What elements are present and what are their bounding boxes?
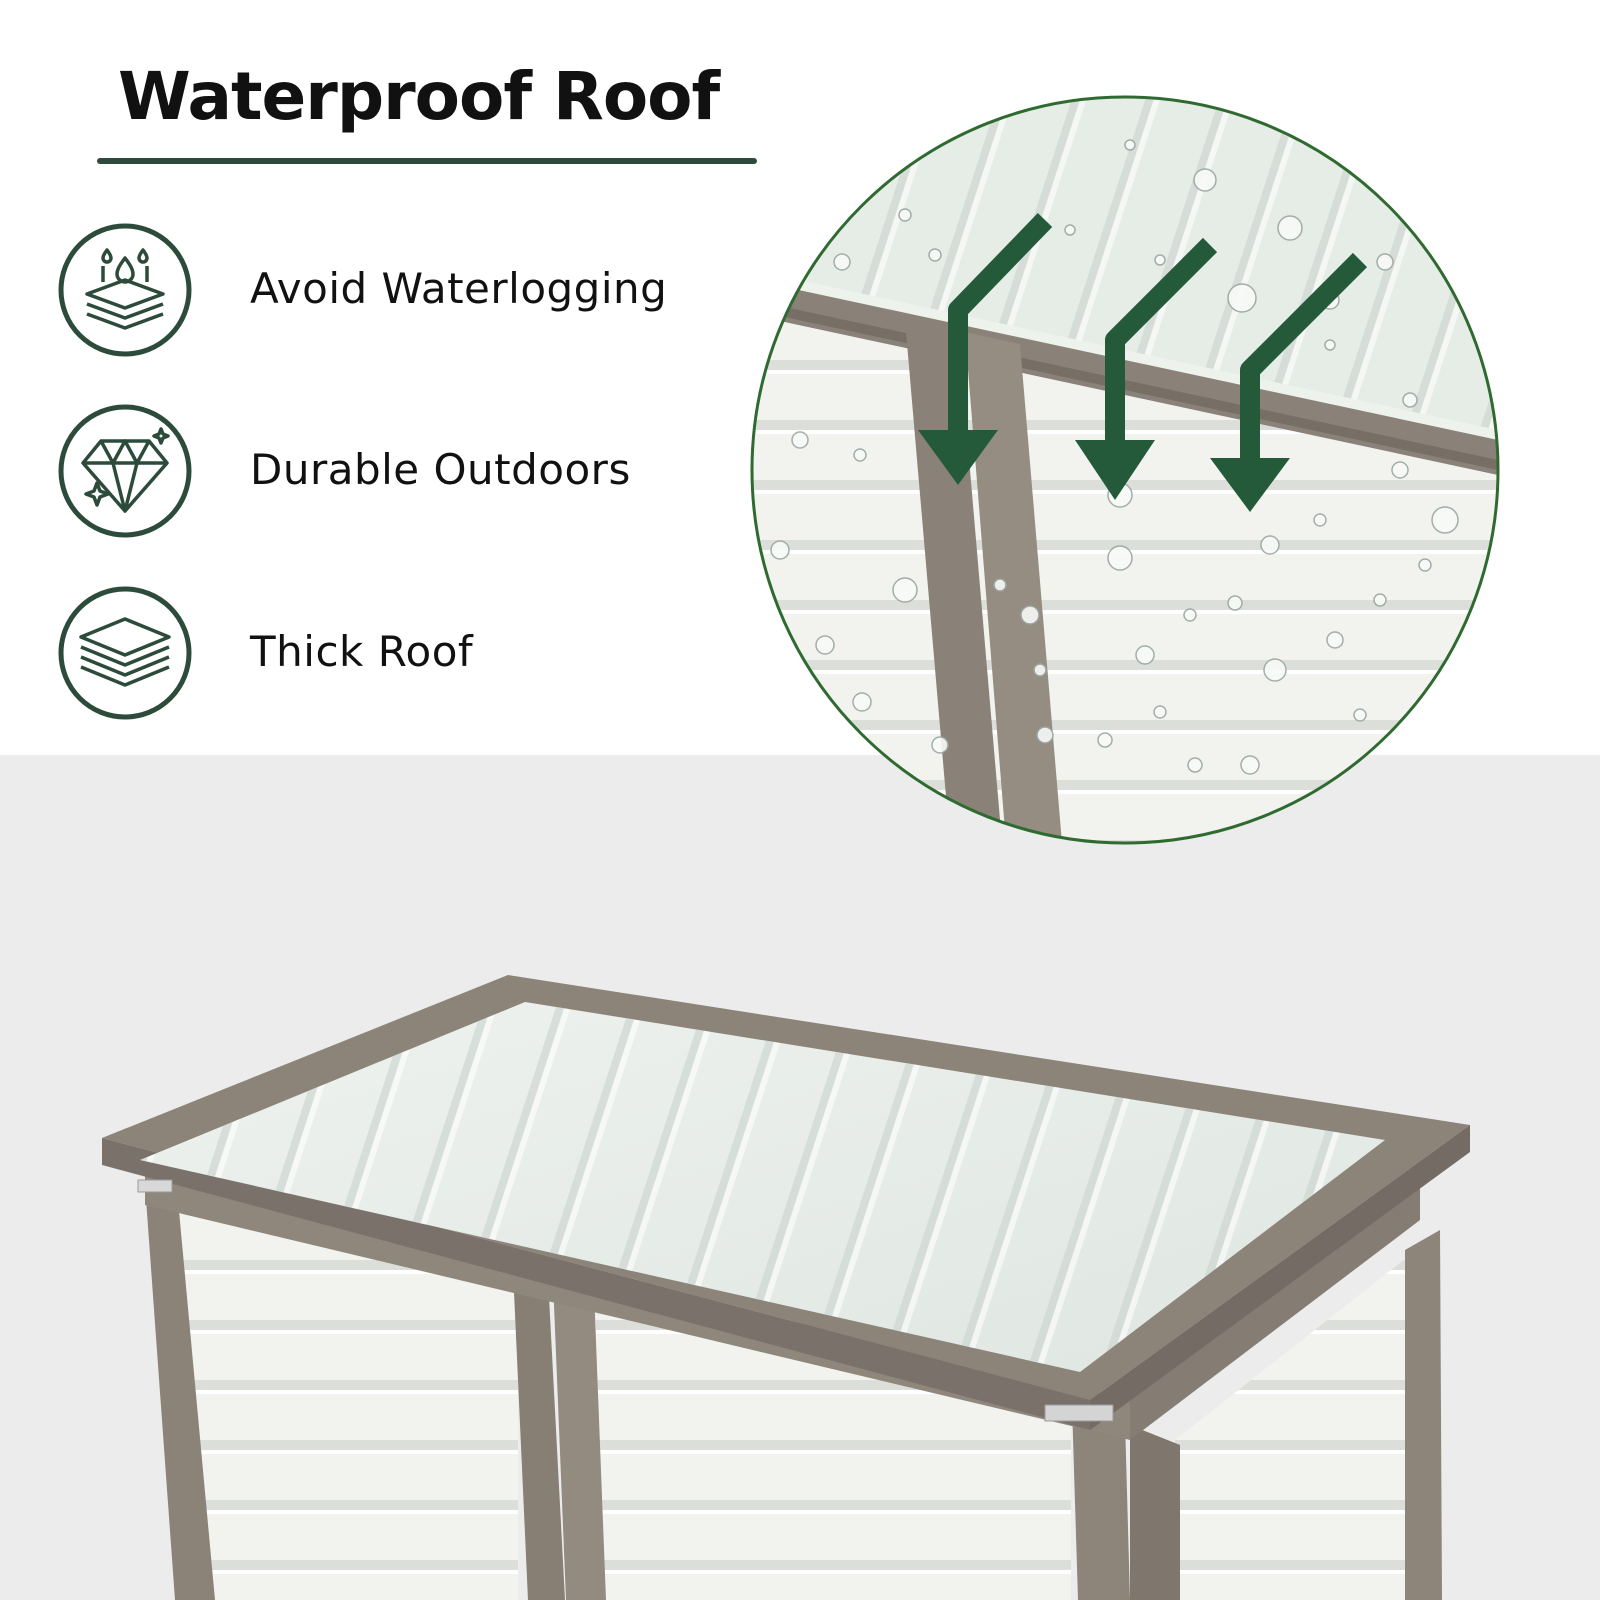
feature-avoid-waterlogging: Avoid Waterlogging (57, 222, 747, 358)
bracket-left (137, 1179, 173, 1193)
storage-shed (102, 975, 1470, 1600)
zoom-circle-border (750, 95, 1500, 845)
feature-label: Durable Outdoors (250, 445, 631, 494)
diamond-sparkle-icon (58, 404, 192, 538)
water-flow-arrows (948, 213, 1368, 470)
shed-beam-side (1130, 1180, 1420, 1440)
shed-post-corner (1130, 1425, 1180, 1600)
shed-panel-side (1175, 1255, 1410, 1600)
roof-sheet-ribs (140, 1002, 1385, 1372)
arrow-shaft-2 (1105, 237, 1218, 450)
shed-post-back (1405, 1230, 1442, 1600)
title-underline (97, 158, 757, 164)
arrow-shaft-1 (948, 213, 1053, 435)
bracket-right (1044, 1404, 1114, 1422)
roof-frame-front-edge (102, 1138, 1090, 1430)
shed-post-left (145, 1185, 215, 1600)
feature-durable-outdoors: Durable Outdoors (57, 403, 747, 539)
zoom-detail-circle (750, 95, 1500, 845)
page-title: Waterproof Roof (118, 58, 720, 135)
shed-post-center-b (553, 1280, 606, 1600)
roof-frame-side-edge (1090, 1125, 1470, 1430)
arrow-shaft-3 (1240, 252, 1368, 470)
water-drops-layers-icon (58, 223, 192, 357)
shed-post-center-a (513, 1270, 565, 1600)
shed-post-right (1072, 1405, 1130, 1600)
arrowhead-1-icon (918, 430, 998, 485)
arrowhead-2-icon (1075, 440, 1155, 500)
feature-thick-roof: Thick Roof (57, 585, 747, 721)
water-flow-arrowheads (918, 430, 1290, 512)
feature-label: Avoid Waterlogging (250, 264, 668, 313)
arrowhead-3-icon (1210, 458, 1290, 512)
water-droplets (770, 139, 1459, 775)
stacked-layers-icon (58, 586, 192, 720)
feature-label: Thick Roof (250, 627, 474, 676)
